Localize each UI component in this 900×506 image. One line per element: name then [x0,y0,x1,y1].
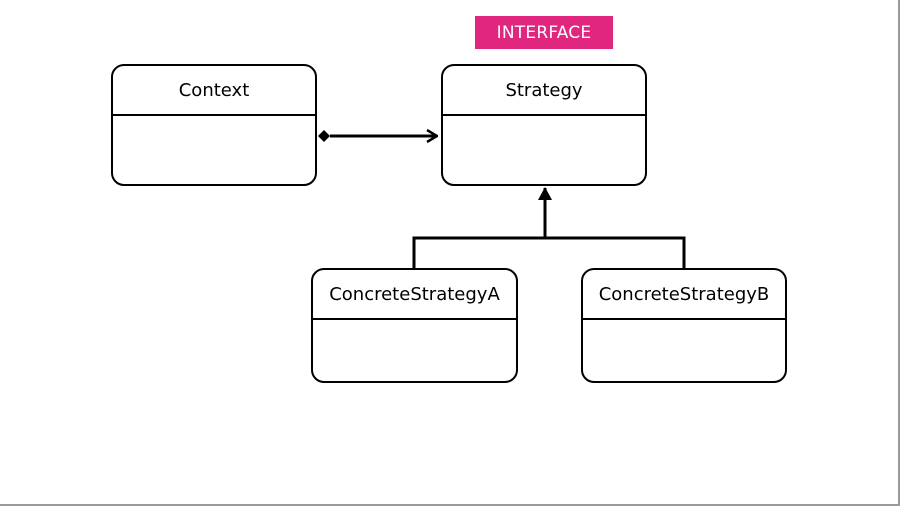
concrete-strategy-a-class-name: ConcreteStrategyA [313,270,516,320]
strategy-class-name: Strategy [443,66,645,116]
strategy-class-box: Strategy [441,64,647,186]
implementation-connector [412,187,686,268]
context-class-box: Context [111,64,317,186]
concrete-strategy-a-class-box: ConcreteStrategyA [311,268,518,383]
context-class-name: Context [113,66,315,116]
composition-diamond [318,130,330,142]
concrete-strategy-b-class-name: ConcreteStrategyB [583,270,785,320]
concrete-strategy-b-class-box: ConcreteStrategyB [581,268,787,383]
implementation-branch [412,236,686,268]
composition-connector [318,130,437,142]
interface-stereotype-label: INTERFACE [475,16,613,49]
